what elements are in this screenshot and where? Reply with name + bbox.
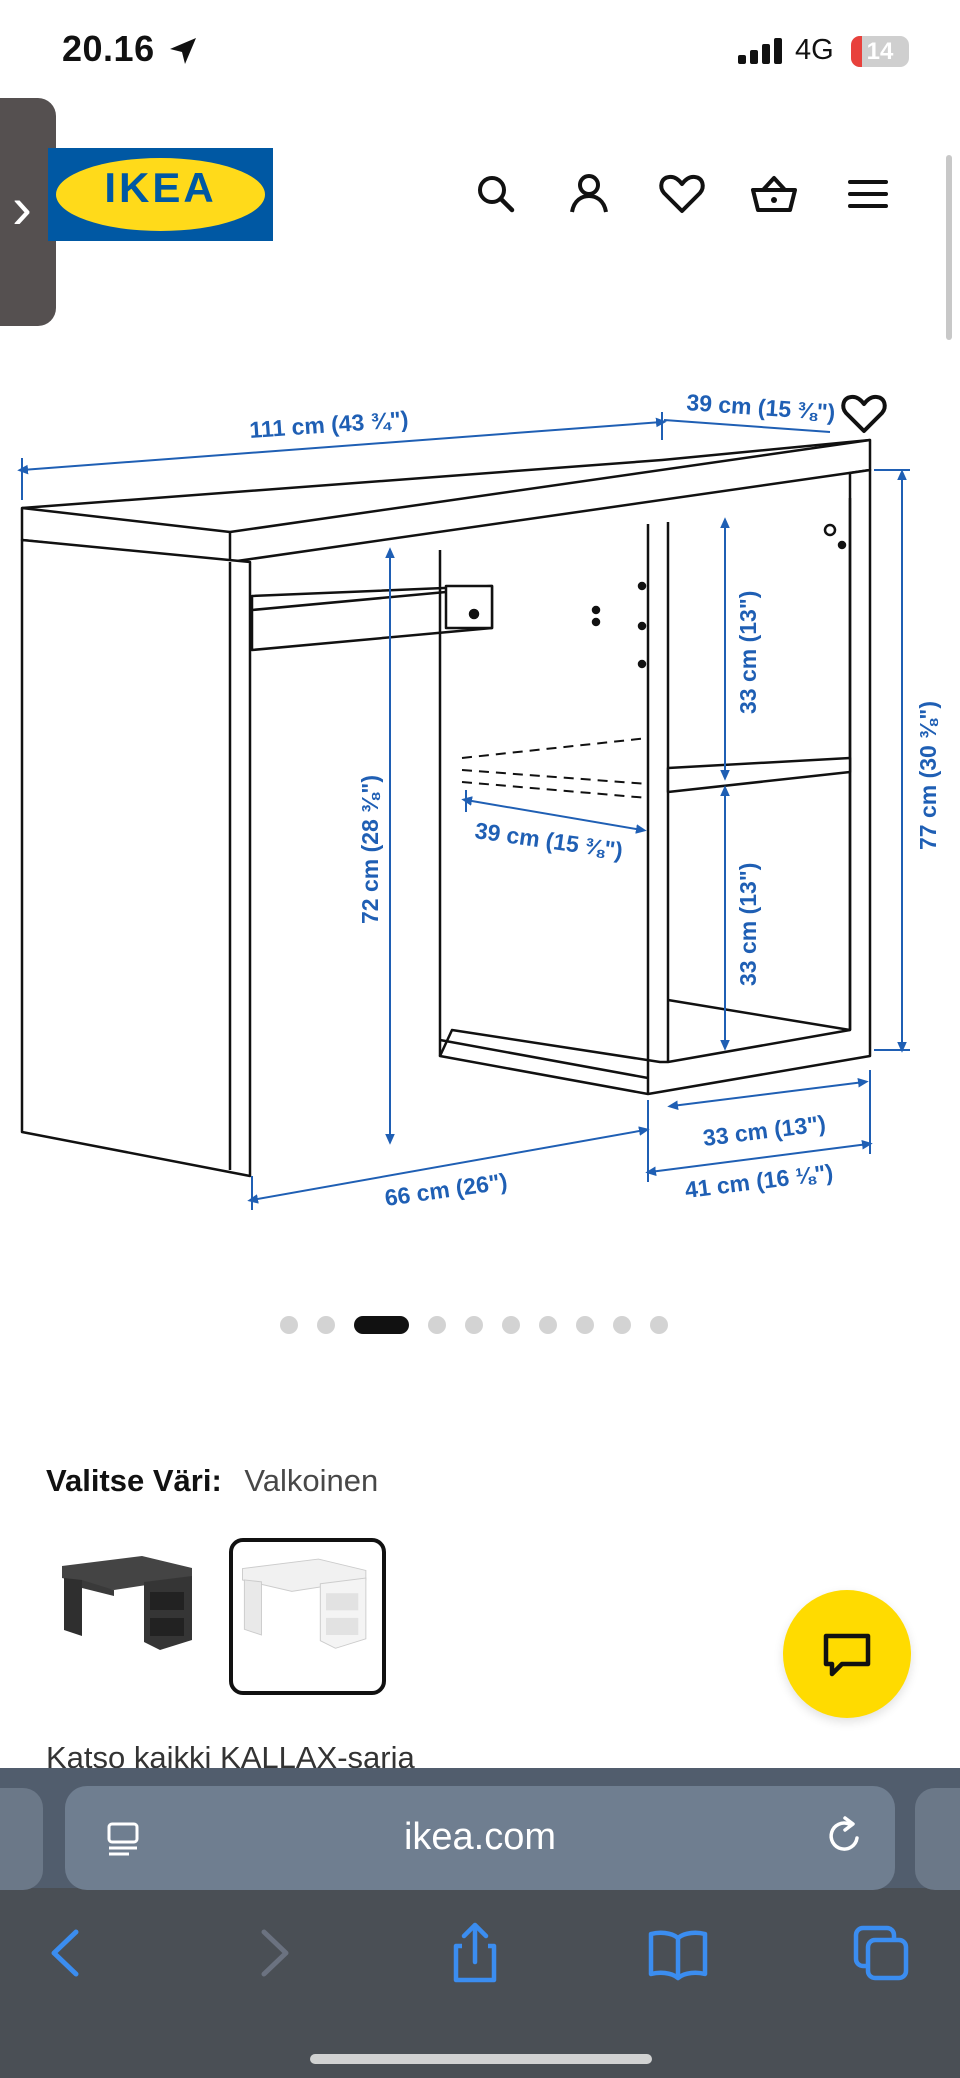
dim-shelf-upper-label: 33 cm (13") — [735, 591, 761, 714]
menu-icon[interactable] — [842, 168, 894, 220]
white-desk-thumbnail — [242, 1558, 367, 1649]
browser-tab-strip: ikea.com — [0, 1768, 960, 1890]
dim-depth-top-label: 39 cm (15 ⅜") — [686, 389, 836, 425]
back-icon[interactable] — [34, 1920, 100, 1986]
dim-shelf-lower-label: 33 cm (13") — [735, 863, 761, 986]
ikea-logo[interactable]: IKEA — [48, 148, 273, 241]
dim-shelf-depth-label: 39 cm (15 ⅜") — [473, 817, 624, 863]
image-carousel-dots[interactable] — [280, 1316, 687, 1334]
address-text: ikea.com — [403, 1816, 557, 1858]
dim-height-label: 77 cm (30 ⅜") — [915, 701, 941, 850]
chat-bubble-icon — [823, 1633, 871, 1677]
carousel-dot[interactable] — [317, 1316, 335, 1334]
heart-icon[interactable] — [656, 168, 708, 220]
dim-width-label: 111 cm (43 ¾") — [249, 406, 410, 443]
tabs-icon[interactable] — [848, 1920, 914, 1986]
reload-icon[interactable] — [823, 1814, 867, 1858]
carousel-dot-active[interactable] — [354, 1316, 409, 1334]
chat-button[interactable] — [783, 1590, 911, 1718]
carousel-dot[interactable] — [280, 1316, 298, 1334]
carousel-dot[interactable] — [576, 1316, 594, 1334]
carousel-dot[interactable] — [650, 1316, 668, 1334]
logo-text: IKEA — [104, 164, 217, 211]
home-indicator[interactable] — [310, 2054, 652, 2064]
dim-knee-height-label: 72 cm (28 ⅜") — [357, 775, 383, 924]
next-tab-preview[interactable] — [915, 1788, 960, 1890]
page-menu-icon[interactable] — [103, 1818, 143, 1858]
bookmarks-icon[interactable] — [645, 1920, 711, 1986]
carousel-dot[interactable] — [613, 1316, 631, 1334]
color-value: Valkoinen — [244, 1463, 379, 1498]
carousel-dot[interactable] — [465, 1316, 483, 1334]
dim-unit-width-label: 33 cm (13") — [701, 1110, 827, 1151]
dim-leg-span-label: 66 cm (26") — [383, 1168, 509, 1211]
carousel-dot[interactable] — [502, 1316, 520, 1334]
previous-tab-preview[interactable] — [0, 1788, 43, 1890]
status-bar: 20.16 4G 14 — [0, 0, 960, 105]
location-arrow-icon — [170, 38, 196, 64]
network-type: 4G — [795, 34, 834, 66]
browser-chrome: ikea.com — [0, 1768, 960, 2078]
cart-icon[interactable] — [748, 168, 800, 220]
scrollbar[interactable] — [946, 155, 952, 340]
color-swatch-black-brown[interactable] — [52, 1538, 209, 1695]
add-to-favourites-icon[interactable] — [838, 388, 890, 440]
share-icon[interactable] — [442, 1920, 508, 1986]
product-dimension-image[interactable]: 111 cm (43 ¾") 39 cm (15 ⅜") 77 cm (30 ⅜… — [0, 360, 960, 1240]
carousel-dot[interactable] — [428, 1316, 446, 1334]
side-panel-handle[interactable]: › — [0, 98, 56, 326]
address-bar[interactable]: ikea.com — [65, 1786, 895, 1890]
color-swatch-white-selected[interactable] — [229, 1538, 386, 1695]
account-icon[interactable] — [563, 168, 615, 220]
signal-strength-icon — [738, 38, 782, 64]
forward-icon[interactable] — [240, 1920, 306, 1986]
battery-level: 14 — [866, 38, 894, 65]
search-icon[interactable] — [470, 168, 522, 220]
color-selector-heading: Valitse Väri: Valkoinen — [46, 1463, 378, 1499]
carousel-dot[interactable] — [539, 1316, 557, 1334]
battery-indicator: 14 — [851, 36, 909, 67]
chevron-right-icon: › — [12, 174, 32, 241]
status-time: 20.16 — [62, 28, 155, 69]
color-label: Valitse Väri: — [46, 1463, 222, 1498]
